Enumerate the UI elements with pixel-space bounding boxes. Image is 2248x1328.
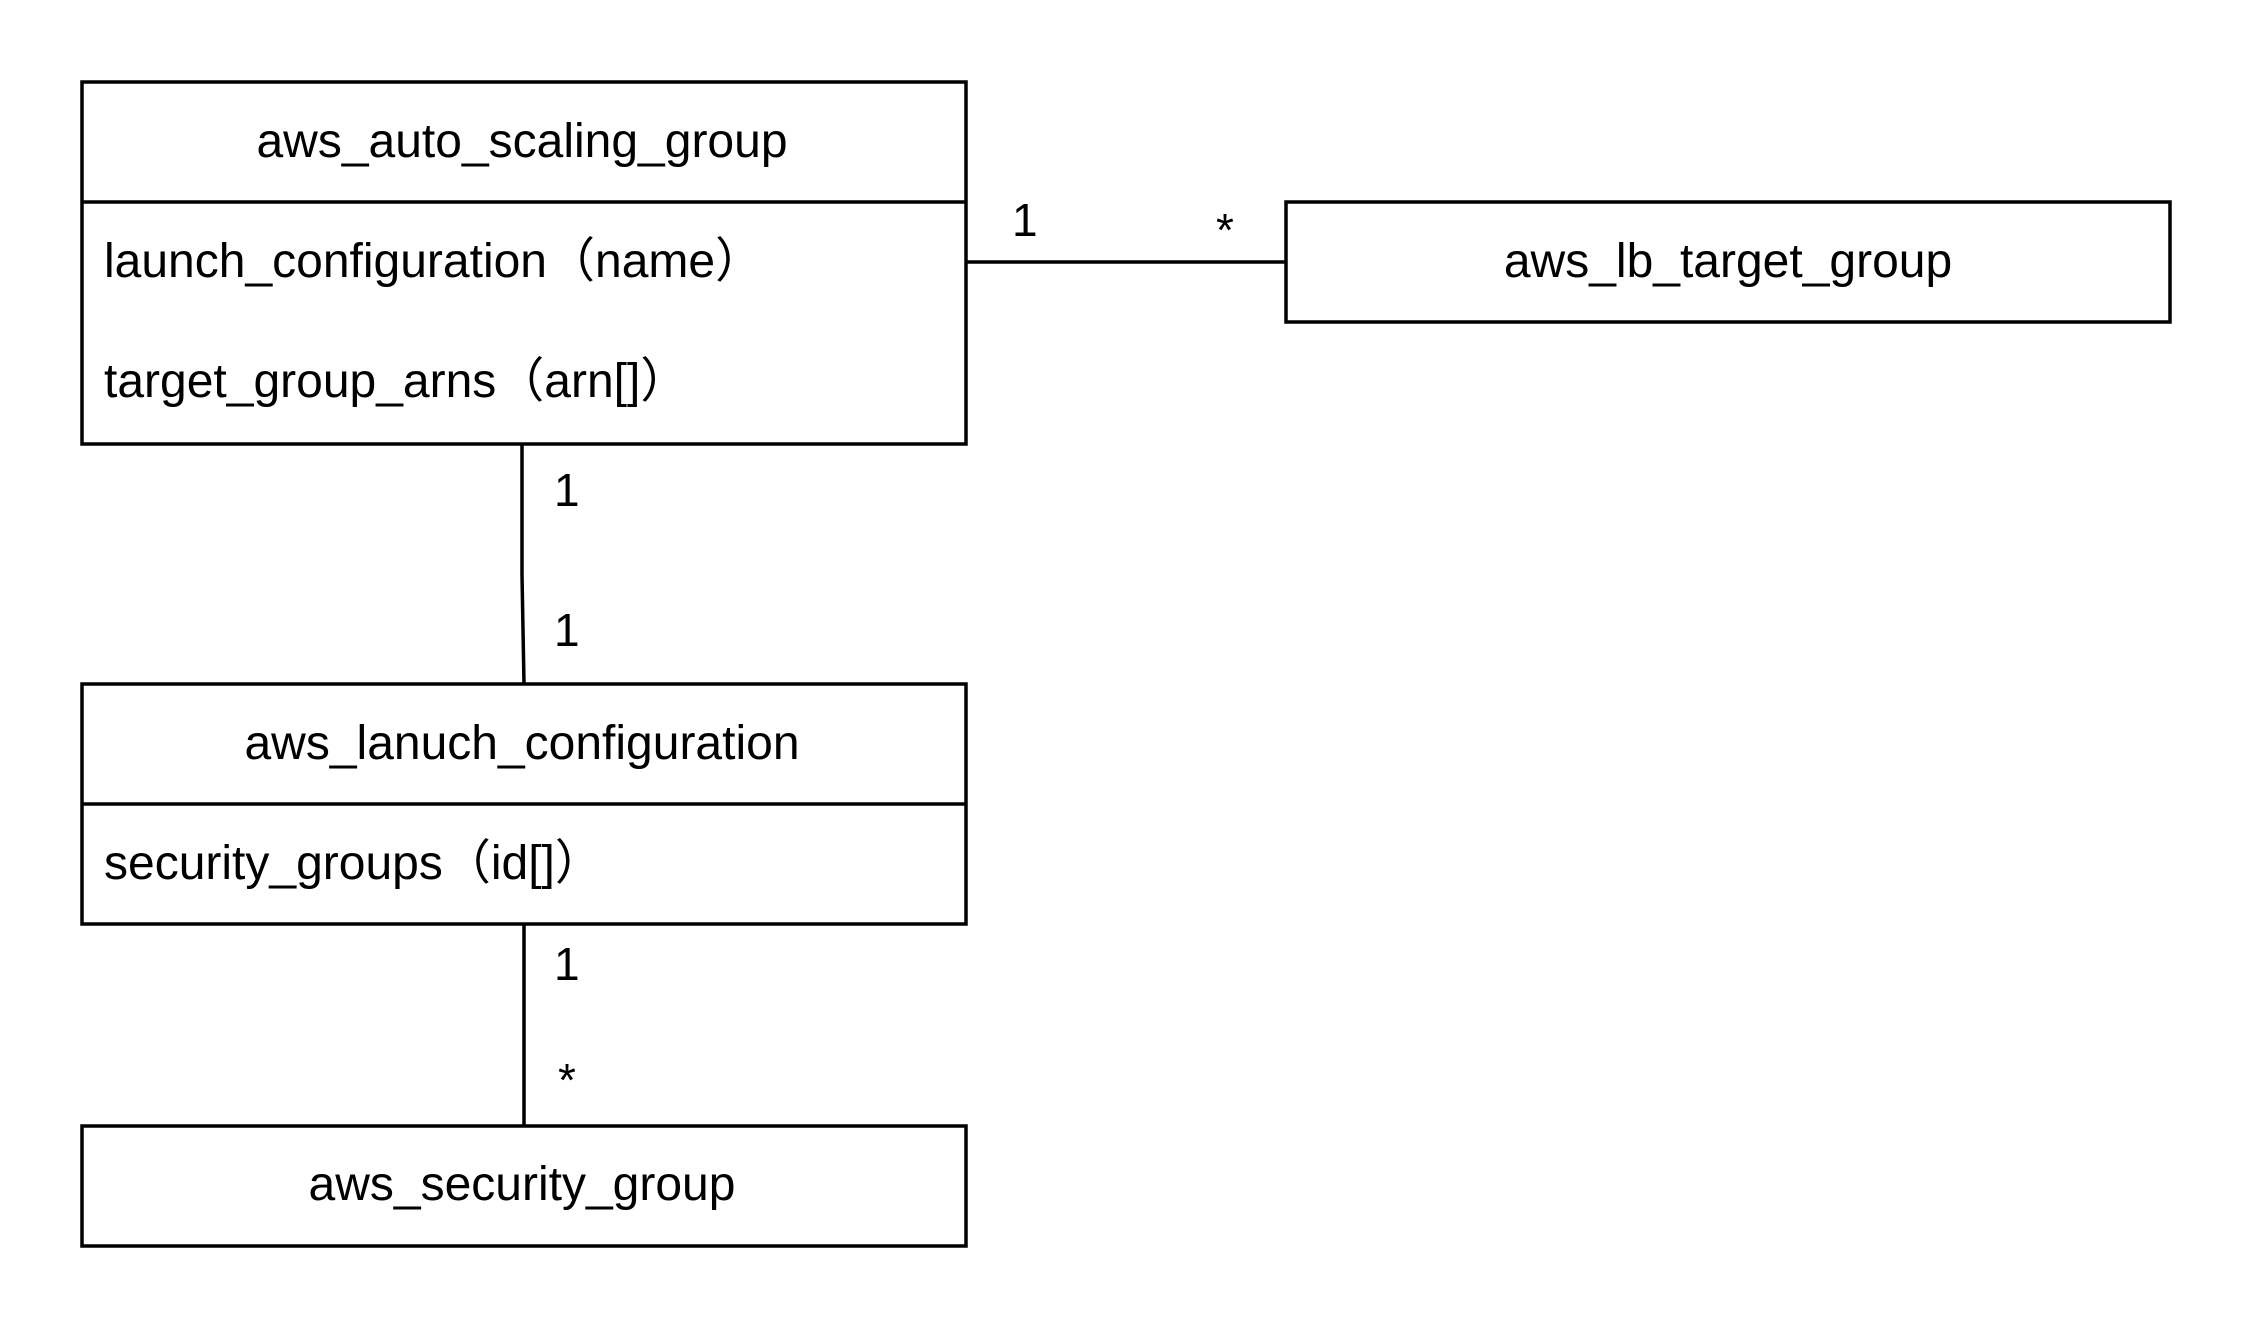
multiplicity-asg-side-launch-link: 1 xyxy=(554,464,580,516)
multiplicity-asg-side-target-link: 1 xyxy=(1012,194,1038,246)
class-box-security-group[interactable]: aws_security_group xyxy=(80,1124,968,1248)
class-box-auto-scaling-group[interactable]: aws_auto_scaling_group launch_configurat… xyxy=(80,80,968,446)
class-box-launch-configuration[interactable]: aws_lanuch_configuration security_groups… xyxy=(80,682,968,926)
multiplicity-launch-config-side: 1 xyxy=(554,604,580,656)
class-name: aws_security_group xyxy=(309,1158,736,1211)
class-name: aws_auto_scaling_group xyxy=(256,115,787,168)
attribute-launch-configuration: launch_configuration（name） xyxy=(104,235,763,288)
class-box-lb-target-group[interactable]: aws_lb_target_group xyxy=(1284,200,2172,324)
multiplicity-security-group-side: * xyxy=(558,1054,576,1106)
class-name: aws_lanuch_configuration xyxy=(244,717,799,770)
multiplicity-target-group-side: * xyxy=(1216,204,1234,256)
class-frame xyxy=(80,1124,968,1248)
attribute-target-group-arns: target_group_arns（arn[]） xyxy=(104,355,688,408)
attribute-security-groups: security_groups（id[]） xyxy=(104,837,603,890)
class-frame xyxy=(1284,200,2172,324)
class-frame xyxy=(80,80,968,446)
association-asg-launch-config xyxy=(520,444,526,685)
multiplicity-launch-config-side-sg-link: 1 xyxy=(554,938,580,990)
class-name: aws_lb_target_group xyxy=(1504,235,1952,288)
